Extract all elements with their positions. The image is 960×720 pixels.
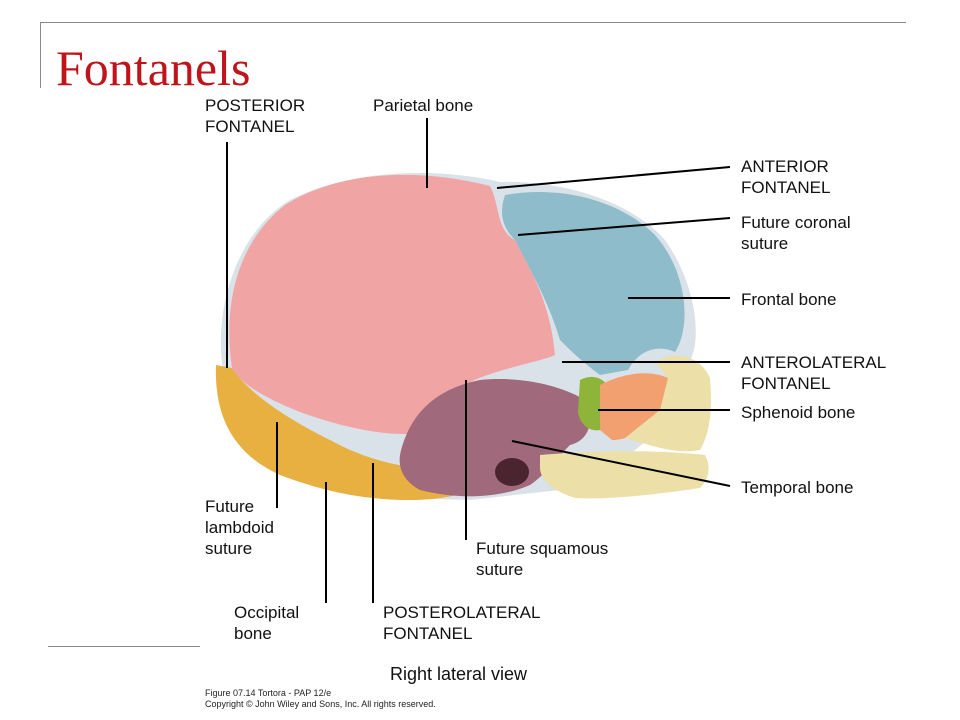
label-anterolateral-fontanel: ANTEROLATERAL FONTANEL xyxy=(741,353,887,393)
mandible xyxy=(540,451,709,499)
occipital-bone xyxy=(215,365,470,500)
ear-canal xyxy=(495,458,529,486)
label-frontal-bone: Frontal bone xyxy=(741,290,837,309)
leader-future-coronal-suture xyxy=(517,217,731,236)
sphenoid-bone xyxy=(600,373,675,440)
slide-title: Fontanels xyxy=(56,40,251,96)
label-future-coronal-suture: Future coronal suture xyxy=(741,213,851,253)
label-future-squamous-suture: Future squamous suture xyxy=(476,539,609,579)
facial-bones xyxy=(625,355,711,452)
slide-frame-left-line xyxy=(40,22,41,88)
frontal-bone xyxy=(502,191,685,375)
leader-temporal-bone xyxy=(511,440,731,487)
leader-anterior-fontanel xyxy=(496,166,731,189)
label-sphenoid-bone: Sphenoid bone xyxy=(741,403,856,422)
label-parietal-bone: Parietal bone xyxy=(373,96,474,115)
view-caption: Right lateral view xyxy=(390,664,528,684)
parietal-bone xyxy=(229,174,555,434)
label-posterior-fontanel: POSTERIOR FONTANEL xyxy=(205,96,306,136)
label-occipital-bone: Occipital bone xyxy=(234,603,300,643)
slide-frame-bottom-line xyxy=(48,646,200,647)
label-posterolateral-fontanel: POSTEROLATERAL FONTANEL xyxy=(383,603,541,643)
slide-frame-top-line xyxy=(40,22,906,23)
label-future-lambdoid-suture: Future lambdoid suture xyxy=(205,497,274,558)
figure-credit: Figure 07.14 Tortora - PAP 12/e Copyrigh… xyxy=(205,688,436,709)
label-temporal-bone: Temporal bone xyxy=(741,478,854,497)
label-anterior-fontanel: ANTERIOR FONTANEL xyxy=(741,157,831,197)
